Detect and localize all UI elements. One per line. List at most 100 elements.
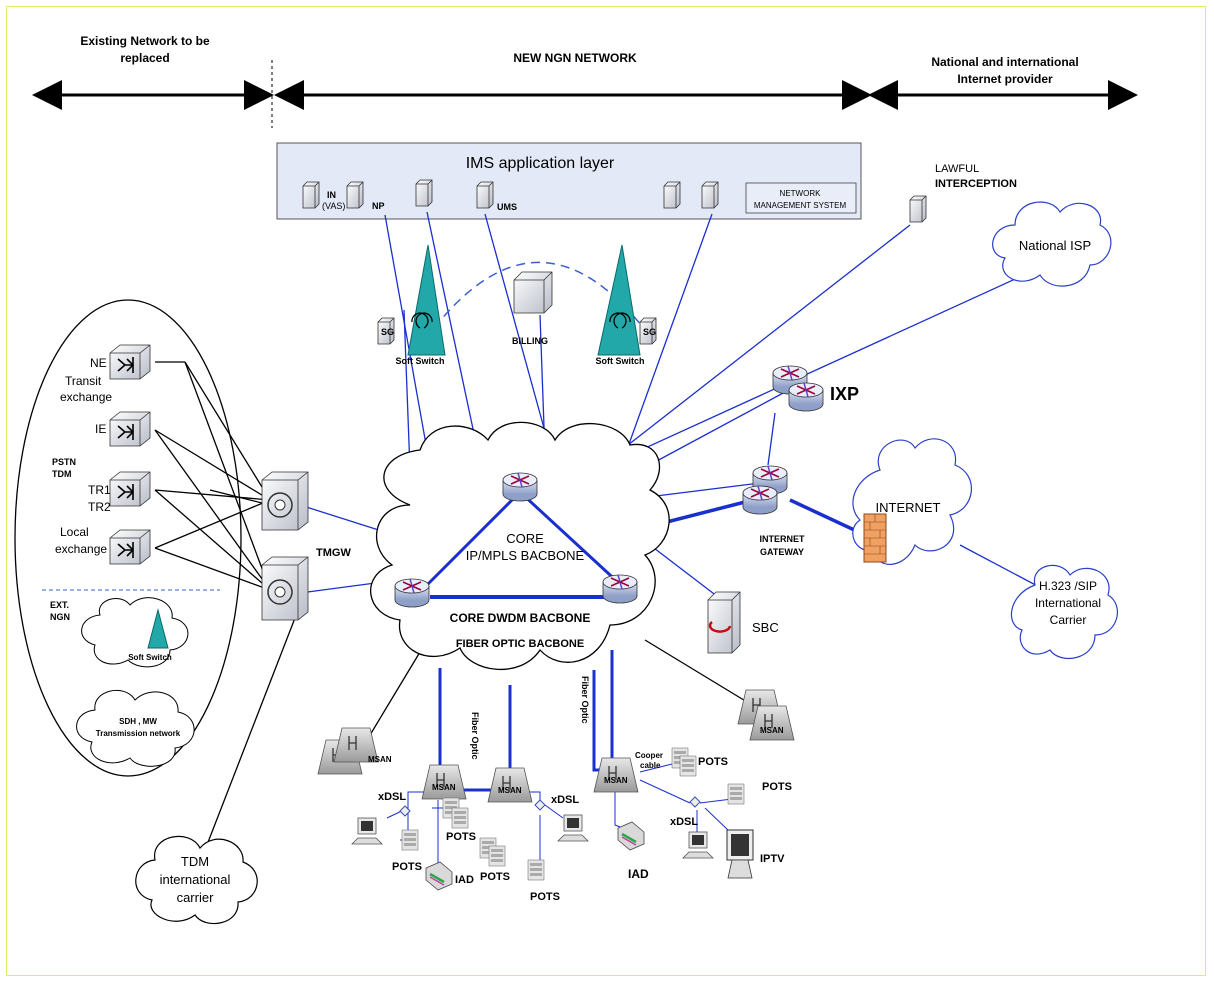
lawful-label-1: LAWFUL [935, 163, 979, 175]
ums-label: UMS [497, 202, 517, 212]
soft-switch-left-icon [407, 244, 446, 356]
msan-b-icon [487, 767, 533, 803]
ext-ngn-cloud [81, 597, 189, 668]
ext-label: EXT. [50, 600, 69, 610]
msan-a-icon [421, 764, 467, 800]
fiber-optic-label-2: Fiber Optic [580, 676, 590, 724]
nms-label-1: NETWORK [780, 189, 822, 198]
ne-exchange-icon [109, 344, 151, 380]
tr1-label: TR1 [88, 483, 111, 497]
pots-4-icon [527, 859, 545, 881]
tmgw-label: TMGW [316, 547, 351, 559]
pots-label-2: POTS [392, 861, 422, 873]
page-frame [6, 6, 1206, 976]
tdm-label-2: international [160, 872, 231, 887]
xdsl-label-3: xDSL [670, 816, 698, 828]
tr-exchange-icon [109, 471, 151, 507]
billing-label: BILLING [512, 336, 548, 346]
internet-gateway-label-2: GATEWAY [760, 547, 804, 557]
tdm-label-3: carrier [177, 890, 215, 905]
in-label: IN [327, 190, 336, 200]
lawful-label-2: INTERCEPTION [935, 178, 1017, 190]
pc-1-icon [351, 817, 383, 845]
h323-label-2: International [1035, 596, 1101, 610]
soft-switch-left-label: Soft Switch [396, 356, 445, 366]
msan-c-icon [593, 757, 639, 793]
lawful-interception-server-icon [909, 195, 927, 223]
iad-1-icon [424, 860, 454, 892]
ext-soft-switch-icon [147, 608, 169, 649]
ums-server-icon [476, 181, 494, 209]
thick-connections [654, 498, 866, 537]
pc-3-icon [682, 831, 714, 859]
core-triangle [415, 490, 624, 599]
header-national-2: Internet provider [957, 72, 1053, 86]
soft-switch-right-label: Soft Switch [596, 356, 645, 366]
splitter-3-icon [689, 796, 701, 808]
np-server-icon [346, 181, 364, 209]
sg-right-label: SG [643, 327, 656, 337]
tmgw-2-icon [261, 556, 309, 621]
iad-label-1: IAD [455, 874, 474, 886]
transit-label-1: Transit [65, 374, 102, 388]
ext-soft-switch-label: Soft Switch [128, 653, 172, 662]
msan-a-label: MSAN [432, 783, 456, 792]
sdh-label-1: SDH , MW [119, 717, 157, 726]
core-router-top-icon [502, 472, 538, 502]
ne-label: NE [90, 356, 107, 370]
core-label-1: CORE [506, 531, 544, 546]
internet-gateway-label-1: INTERNET [760, 534, 806, 544]
ie-exchange-icon [109, 411, 151, 447]
in-vas-server-icon [302, 181, 320, 209]
splitter-2-icon [534, 799, 546, 811]
sg-left-label: SG [381, 327, 394, 337]
iptv-label: IPTV [760, 853, 785, 865]
sbc-server-icon [707, 591, 741, 654]
pots-label-3: POTS [480, 871, 510, 883]
fiber-optic-label-1: Fiber Optic [470, 712, 480, 760]
internet-gateway-router-2-icon [742, 485, 778, 515]
h323-label-1: H.323 /SIP [1039, 579, 1097, 593]
nms-box [745, 182, 857, 214]
pots-label-4: POTS [530, 891, 560, 903]
tdm-label: TDM [52, 469, 72, 479]
header-existing-1: Existing Network to be [80, 34, 210, 48]
nms-label-2: MANAGEMENT SYSTEM [754, 201, 847, 210]
ixp-router-2-icon [788, 382, 824, 412]
core-fiber-label: FIBER OPTIC BACBONE [456, 638, 584, 650]
pots-label-1: POTS [446, 831, 476, 843]
iptv-monitor-icon [726, 829, 754, 879]
cooper-label-1: Cooper [635, 751, 663, 760]
sbc-label: SBC [752, 620, 779, 635]
sdh-label-2: Transmission network [96, 729, 181, 738]
internet-label: INTERNET [876, 500, 941, 515]
tdm-carrier-cloud [135, 835, 258, 925]
iad-label-2: IAD [628, 867, 649, 881]
ims-server-2-icon [663, 181, 681, 209]
sdh-cloud [76, 690, 195, 767]
tdm-label-1: TDM [181, 854, 209, 869]
ngn-label: NGN [50, 612, 70, 622]
pots-5b-icon [679, 755, 697, 777]
pstn-label: PSTN [52, 457, 76, 467]
ims-server-icon [415, 179, 433, 207]
core-cloud [369, 421, 670, 671]
ie-label: IE [95, 422, 106, 436]
ims-title: IMS application layer [466, 155, 615, 172]
iad-2-icon [616, 820, 646, 852]
msan-left-label: MSAN [368, 755, 392, 764]
pots-3b-icon [488, 845, 506, 867]
national-isp-cloud [992, 201, 1112, 287]
local-label-1: Local [60, 525, 89, 539]
header-national-1: National and international [931, 55, 1078, 69]
np-label: NP [372, 201, 385, 211]
h323-label-3: Carrier [1050, 613, 1087, 627]
core-dwdm-label: CORE DWDM BACBONE [450, 611, 591, 625]
pots-1b-icon [451, 807, 469, 829]
transit-label-2: exchange [60, 390, 112, 404]
cooper-label-2: cable [640, 761, 661, 770]
xdsl-label-1: xDSL [378, 791, 406, 803]
pots-6-icon [727, 783, 745, 805]
msan-c-label: MSAN [604, 776, 628, 785]
header-existing-2: replaced [120, 51, 169, 65]
